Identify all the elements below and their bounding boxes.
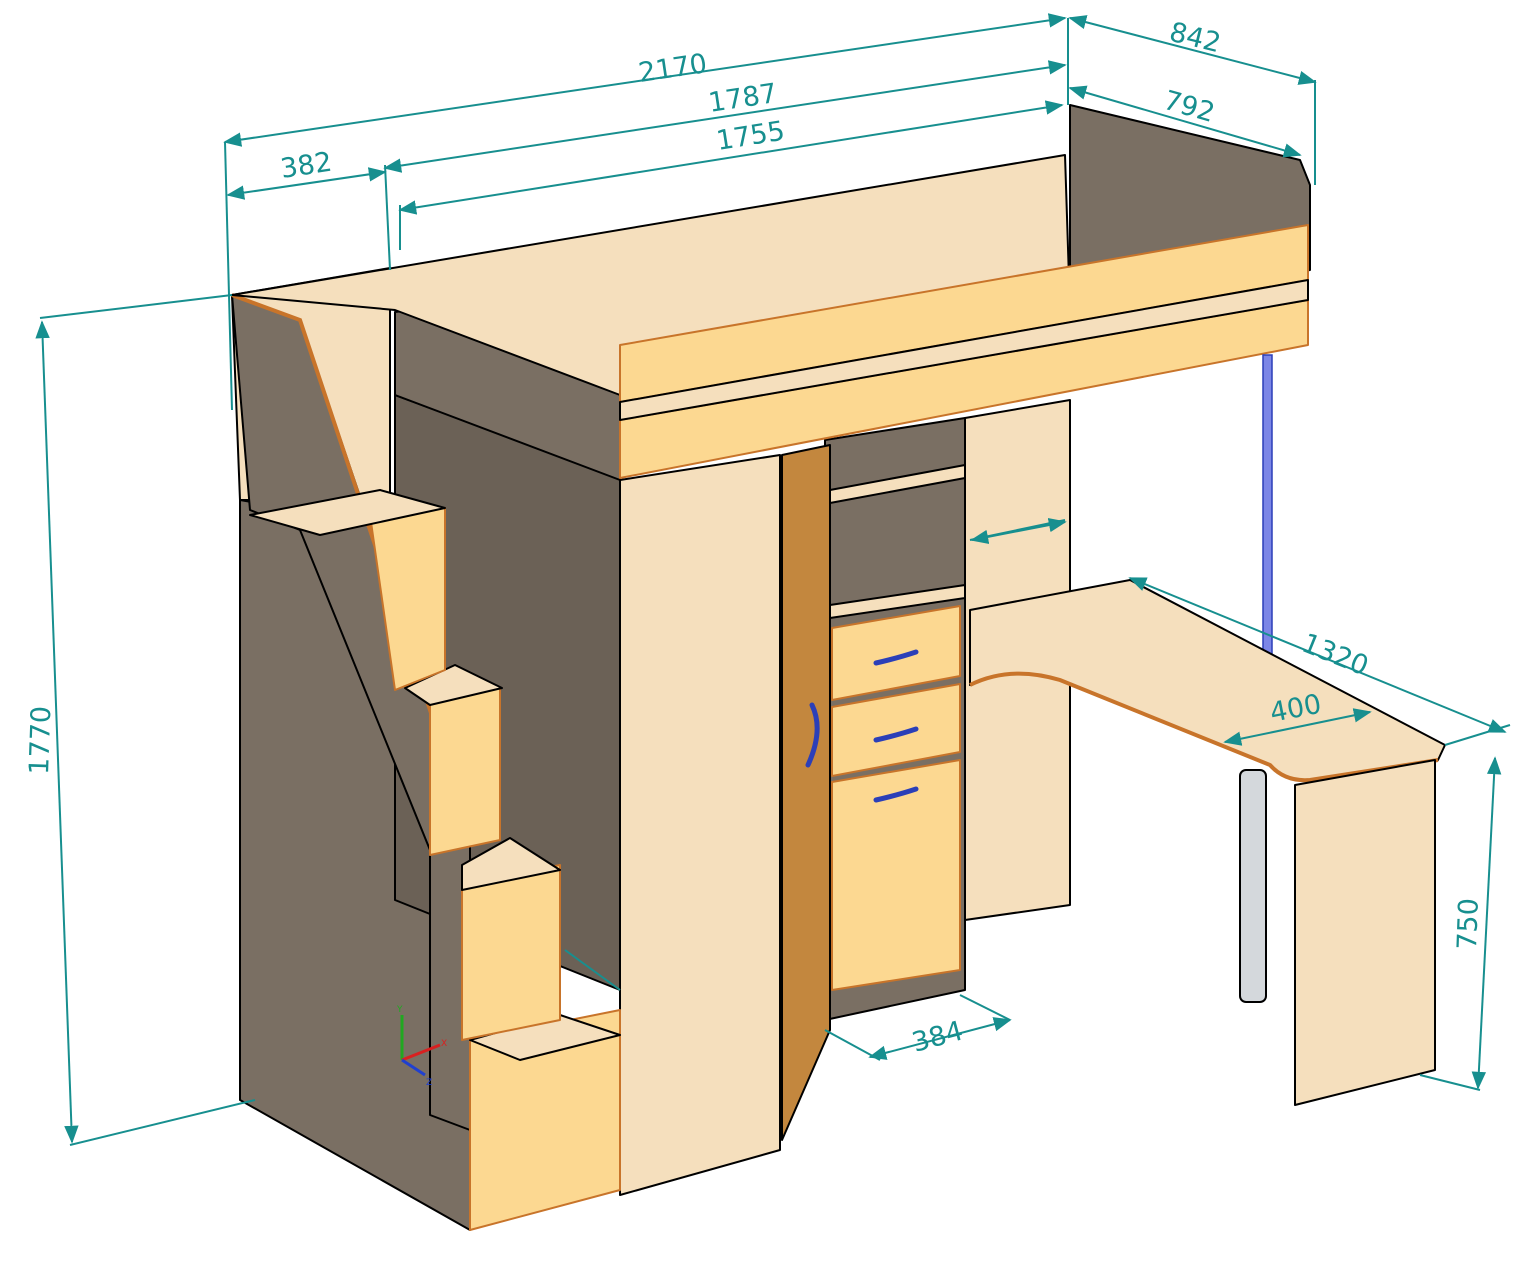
drawer-middle-handle xyxy=(873,726,919,743)
label-overall-length: 2170 xyxy=(636,48,709,89)
cabinet-door-handle xyxy=(873,786,919,803)
axis-y-label: Y xyxy=(396,1005,403,1015)
drawer-top xyxy=(831,605,961,701)
dimension-lines xyxy=(35,13,1511,1146)
dim-line-desk-length xyxy=(1128,577,1507,733)
ext-line-height-bottom xyxy=(69,1099,256,1146)
label-bed-frame-length: 1787 xyxy=(706,78,779,119)
label-overall-depth: 842 xyxy=(1166,17,1224,60)
wardrobe-door-handle xyxy=(805,702,820,768)
ext-line-desk-bottom xyxy=(1419,1074,1481,1091)
dim-line-mattress-length xyxy=(398,100,1064,215)
dim-line-cabinet-depth xyxy=(868,1017,1012,1060)
dim-line-desk-height xyxy=(1471,756,1502,1090)
label-overall-height: 1770 xyxy=(24,705,57,775)
axis-triad-labels: Y X Z xyxy=(396,1005,447,1088)
stair-step-4-top xyxy=(249,489,446,536)
axis-z xyxy=(401,1058,426,1077)
ext-line-left xyxy=(224,141,233,411)
axis-x xyxy=(401,1043,441,1062)
axis-triad xyxy=(400,1015,441,1077)
wardrobe-front-panel xyxy=(619,454,781,1196)
label-cabinet-depth: 384 xyxy=(909,1015,967,1058)
drawer-middle xyxy=(831,683,961,777)
axis-z-label: Z xyxy=(426,1078,432,1088)
desk-support-rod xyxy=(1262,354,1273,681)
ext-line-height-top xyxy=(39,294,233,319)
ext-line-cabinet-right xyxy=(959,994,1011,1021)
label-desk-height: 750 xyxy=(1452,898,1485,951)
stair-step-2-top xyxy=(461,837,561,891)
dim-line-shelf-depth xyxy=(970,518,1067,544)
label-mattress-width: 792 xyxy=(1160,85,1218,129)
dim-line-desk-depth xyxy=(1223,708,1372,746)
stair-step-3 xyxy=(429,687,501,856)
bed-front-underside xyxy=(619,279,1309,421)
desk-leg xyxy=(1239,769,1267,1003)
stair-step-2 xyxy=(461,864,561,1041)
desk-side-panel xyxy=(1294,759,1436,1106)
dim-line-mattress-width xyxy=(1068,85,1302,158)
dim-line-stair-width xyxy=(226,167,387,200)
axis-x-label: X xyxy=(441,1039,447,1049)
drawer-top-handle xyxy=(873,649,919,666)
ext-line-stair xyxy=(384,164,391,271)
wardrobe-open-door xyxy=(781,444,831,1141)
label-stair-width: 382 xyxy=(278,147,334,185)
cabinet-door xyxy=(831,759,961,991)
loft-bed-model xyxy=(231,104,1446,1231)
ext-line-cabinet-left xyxy=(824,1029,881,1061)
desk-top-edge xyxy=(969,671,1439,783)
ext-line-desk-top xyxy=(1444,724,1511,746)
dim-line-overall-depth xyxy=(1068,15,1317,85)
dim-line-overall-height xyxy=(35,320,79,1144)
ext-line-inner-stair xyxy=(564,949,621,991)
